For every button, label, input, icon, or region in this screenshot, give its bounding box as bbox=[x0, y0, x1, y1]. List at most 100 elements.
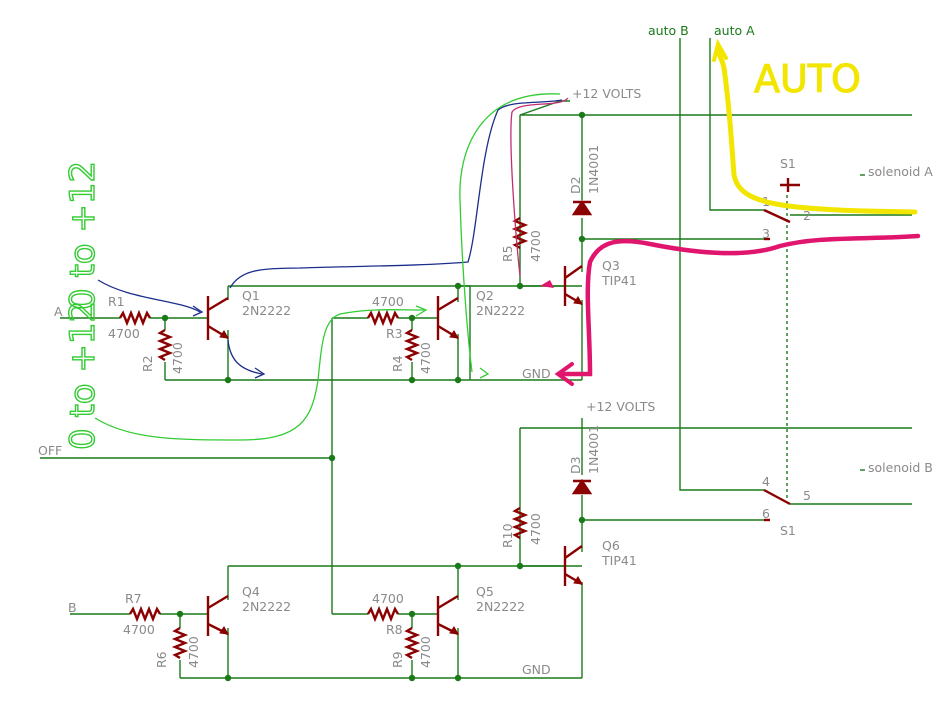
junction bbox=[516, 282, 524, 290]
blue-arrow-gnd bbox=[254, 367, 266, 379]
junction bbox=[516, 562, 524, 570]
label-r6: R6 bbox=[154, 651, 169, 668]
value-r4: 4700 bbox=[418, 342, 433, 374]
green-arrow-gnd bbox=[479, 367, 490, 379]
transistor-q1 bbox=[206, 296, 229, 340]
blue-arrow-q1 bbox=[192, 305, 204, 317]
value-d3: 1N4001 bbox=[586, 425, 601, 474]
signal-path-blue bbox=[97, 99, 563, 375]
pin-s1-2: 2 bbox=[803, 208, 811, 223]
net-auto-b: auto B bbox=[648, 23, 689, 38]
net-input-a: A bbox=[54, 304, 63, 319]
label-r8: R8 bbox=[386, 622, 403, 637]
label-d3: D3 bbox=[568, 456, 583, 474]
resistor-r5 bbox=[511, 216, 529, 250]
junction bbox=[408, 314, 416, 322]
label-r2: R2 bbox=[140, 355, 155, 372]
q3-base-arrow-magenta bbox=[540, 280, 554, 288]
transistor-q4 bbox=[206, 594, 229, 636]
transistor-q5 bbox=[436, 594, 459, 636]
value-r6: 4700 bbox=[186, 636, 201, 668]
label-d2: D2 bbox=[568, 176, 583, 194]
net-input-off: OFF bbox=[38, 443, 62, 458]
label-q2: Q2 bbox=[476, 288, 494, 303]
junction bbox=[454, 282, 462, 290]
net-solenoid-a: solenoid A bbox=[868, 164, 933, 179]
junction bbox=[578, 111, 586, 119]
pin-s1-5: 5 bbox=[803, 488, 811, 503]
auto-a-line bbox=[709, 38, 764, 211]
value-r5: 4700 bbox=[528, 230, 543, 262]
junction bbox=[408, 610, 416, 618]
resistor-r1 bbox=[118, 309, 152, 327]
label-q3: Q3 bbox=[602, 258, 620, 273]
transistor-q2 bbox=[436, 296, 459, 340]
value-r3: 4700 bbox=[372, 294, 404, 309]
pin-s1-6: 6 bbox=[762, 506, 770, 521]
label-r1: R1 bbox=[108, 294, 125, 309]
net-auto-a: auto A bbox=[714, 23, 755, 38]
label-q5: Q5 bbox=[476, 584, 494, 599]
value-d2: 1N4001 bbox=[586, 145, 601, 194]
junction bbox=[454, 376, 462, 384]
label-r10: R10 bbox=[500, 523, 515, 548]
net-solenoid-b: solenoid B bbox=[868, 460, 933, 475]
components bbox=[118, 178, 800, 660]
value-r10: 4700 bbox=[528, 513, 543, 545]
junction bbox=[578, 235, 586, 243]
auto-arrowhead bbox=[712, 38, 728, 62]
label-s1-lower: S1 bbox=[780, 523, 796, 538]
signal-path-green bbox=[94, 93, 561, 441]
junction bbox=[578, 516, 586, 524]
resistor-r2 bbox=[156, 328, 174, 362]
junction bbox=[454, 562, 462, 570]
auto-path-yellow bbox=[715, 45, 918, 215]
value-r8: 4700 bbox=[372, 591, 404, 606]
value-q6: TIP41 bbox=[601, 553, 637, 568]
resistor-r6 bbox=[171, 626, 189, 660]
junction bbox=[454, 674, 462, 682]
value-r1: 4700 bbox=[108, 326, 140, 341]
value-q3: TIP41 bbox=[601, 273, 637, 288]
resistor-r7 bbox=[128, 605, 162, 623]
base-path-pink bbox=[510, 97, 569, 277]
value-r7: 4700 bbox=[123, 622, 155, 637]
junction bbox=[224, 674, 232, 682]
net-input-b: B bbox=[68, 600, 77, 615]
net-gnd-top: GND bbox=[522, 366, 551, 381]
label-q1: Q1 bbox=[242, 288, 260, 303]
label-r4: R4 bbox=[390, 355, 405, 372]
net-12v-top: +12 VOLTS bbox=[572, 86, 641, 101]
annotations: AUTO 0 to +12 0 to +12 bbox=[62, 38, 921, 451]
value-q1: 2N2222 bbox=[242, 303, 291, 318]
junction bbox=[161, 314, 169, 322]
diode-d3 bbox=[571, 478, 593, 495]
label-q6: Q6 bbox=[602, 538, 620, 553]
label-s1-upper: S1 bbox=[780, 156, 796, 171]
green-arrow-q2 bbox=[415, 305, 428, 317]
resistor-r9 bbox=[403, 626, 421, 660]
diode-d2 bbox=[571, 199, 593, 216]
label-r5: R5 bbox=[500, 245, 515, 262]
pin-s1-3: 3 bbox=[762, 226, 770, 241]
value-r2: 4700 bbox=[170, 342, 185, 374]
pin-s1-4: 4 bbox=[762, 474, 770, 489]
junction bbox=[328, 454, 336, 462]
value-q4: 2N2222 bbox=[242, 599, 291, 614]
junction bbox=[176, 610, 184, 618]
current-path-magenta bbox=[559, 233, 921, 377]
net-gnd-bottom: GND bbox=[522, 662, 551, 677]
junction bbox=[408, 376, 416, 384]
label-r7: R7 bbox=[125, 591, 142, 606]
resistor-r4 bbox=[403, 328, 421, 362]
value-r9: 4700 bbox=[418, 636, 433, 668]
label-q4: Q4 bbox=[242, 584, 260, 599]
net-labels: auto B auto A +12 VOLTS +12 VOLTS soleno… bbox=[38, 23, 933, 677]
switch-s1-lower bbox=[763, 488, 791, 522]
transistor-q3 bbox=[563, 265, 583, 306]
component-labels: R1 4700 R2 4700 4700 R3 R4 4700 R5 4700 … bbox=[108, 145, 811, 668]
auto-annotation: AUTO bbox=[754, 57, 861, 101]
resistor-r8 bbox=[366, 605, 400, 623]
